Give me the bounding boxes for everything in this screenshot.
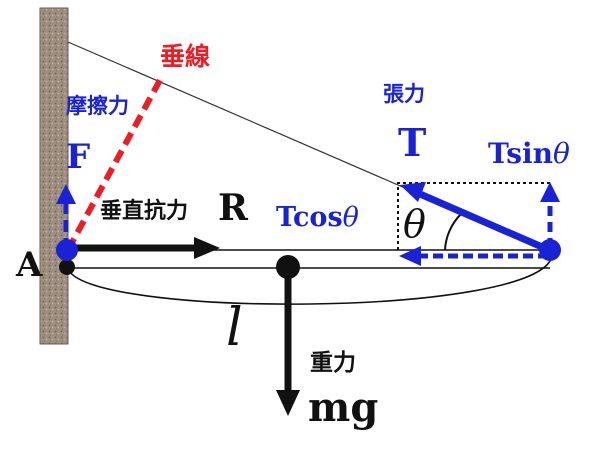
normal-force-symbol: R [218, 187, 248, 229]
tension-arrow-head [400, 182, 426, 202]
tension-symbol: T [398, 120, 427, 165]
tsin-label: Tsinθ [488, 140, 570, 168]
tcos-text: Tcos [276, 202, 343, 233]
tension-label: 張力 [383, 82, 425, 106]
tcos-theta: θ [342, 202, 359, 233]
rod-end-point [539, 239, 561, 261]
pivot-a-blue [56, 239, 78, 261]
normal-force-label: 垂直抗力 [100, 199, 189, 224]
tsin-arrow-head [540, 182, 560, 202]
tcos-label: Tcosθ [276, 204, 359, 231]
normal-arrow-head [194, 237, 220, 259]
angle-theta-label: θ [403, 202, 426, 246]
tcos-arrow-head [399, 246, 421, 266]
gravity-arrow-head [276, 390, 300, 416]
mg-label: mg [308, 384, 379, 431]
plumb-line [65, 78, 163, 252]
component-box [397, 182, 550, 250]
angle-arc [444, 213, 462, 251]
length-brace [67, 255, 553, 305]
tsin-text: Tsin [488, 137, 554, 170]
friction-label: 摩擦力 [66, 94, 129, 118]
friction-symbol: F [66, 137, 91, 177]
length-label: l [226, 298, 243, 358]
pivot-a-black [59, 259, 75, 275]
tension-arrow-shaft [418, 190, 551, 254]
point-a-label: A [16, 245, 43, 285]
wall [39, 7, 69, 345]
center-of-mass [276, 255, 300, 279]
friction-arrow-head [56, 184, 76, 204]
gravity-label: 重力 [310, 350, 356, 376]
plumb-line-label: 垂線 [160, 42, 211, 71]
tsin-theta: θ [553, 137, 570, 170]
